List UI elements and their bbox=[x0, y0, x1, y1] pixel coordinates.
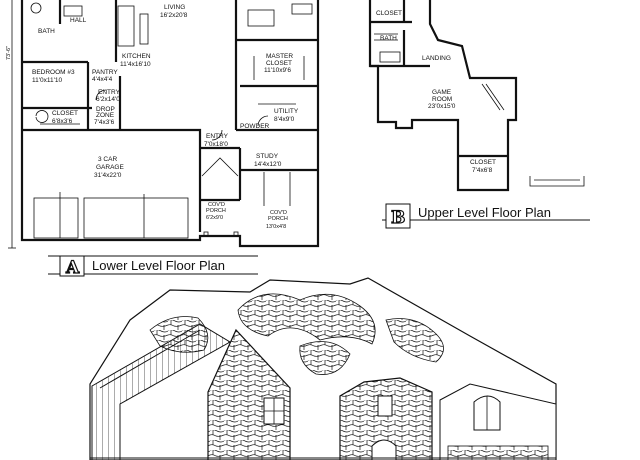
room-porch-1-label-2: PORCH bbox=[206, 208, 226, 214]
room-closet-size: 6'8x3'6 bbox=[52, 118, 73, 125]
room-utility-size: 8'4x9'0 bbox=[274, 116, 295, 123]
room-master-closet-label: MASTER bbox=[266, 53, 293, 60]
front-elevation bbox=[89, 277, 557, 460]
room-entry-size: 6'2x14'0 bbox=[96, 96, 120, 103]
lower-plan-title: Lower Level Floor Plan bbox=[92, 258, 225, 273]
room-study-size: 14'4x12'0 bbox=[254, 161, 282, 168]
room-bath-label: BATH bbox=[38, 28, 55, 35]
room-porch-2-size: 13'0x4'8 bbox=[266, 224, 286, 230]
upper-plan-badge-box bbox=[385, 203, 411, 229]
upper-plan-badge: B bbox=[391, 208, 405, 228]
room-kitchen-size: 11'4x16'10 bbox=[120, 61, 151, 68]
elevation-window-tower bbox=[377, 395, 393, 417]
room-study-label: STUDY bbox=[256, 153, 279, 160]
room-pantry-label: PANTRY bbox=[92, 69, 118, 76]
room-porch-1-size: 6'2x9'0 bbox=[206, 215, 223, 221]
room-entry-2-size: 7'0x18'0 bbox=[204, 141, 228, 148]
room-utility-label: UTILITY bbox=[274, 108, 299, 115]
room-drop-zone-label-2: ZONE bbox=[96, 112, 115, 119]
room-garage-size: 31'4x22'0 bbox=[94, 172, 122, 179]
lower-plan-badge: A bbox=[65, 258, 80, 278]
room-master-closet-size: 11'10x9'6 bbox=[264, 67, 291, 74]
upper-room-closet-size: 7'4x6'8 bbox=[472, 167, 493, 174]
room-master-closet-label-2: CLOSET bbox=[266, 60, 292, 67]
upper-plan-title: Upper Level Floor Plan bbox=[418, 205, 551, 220]
room-drop-zone-label: DROP bbox=[96, 106, 115, 113]
room-living-label: LIVING bbox=[164, 4, 185, 11]
lower-level-plan: 73'-6" bbox=[6, 0, 320, 279]
upper-level-plan: CLOSET BATH LANDING GAME ROOM 23'0x15'0 … bbox=[368, 0, 590, 229]
room-porch-2-label-2: PORCH bbox=[268, 216, 288, 222]
lower-plan-dimension: 73'-6" bbox=[6, 46, 12, 60]
room-closet-label: CLOSET bbox=[52, 110, 78, 117]
room-entry-2-label: ENTRY bbox=[206, 133, 229, 140]
room-bedroom-size: 11'0x11'10 bbox=[32, 77, 62, 84]
upper-room-bath: BATH bbox=[380, 35, 397, 42]
room-powder-label: POWDER bbox=[240, 123, 270, 130]
room-hall-label: HALL bbox=[70, 17, 87, 24]
room-kitchen-label: KITCHEN bbox=[122, 53, 151, 60]
upper-room-closet-top: CLOSET bbox=[376, 10, 402, 17]
room-entry-label: ENTRY bbox=[98, 89, 121, 96]
upper-room-game-size: 23'0x15'0 bbox=[428, 103, 456, 110]
lower-plan-badge-box bbox=[59, 255, 85, 277]
room-drop-zone-size: 7'4x3'6 bbox=[94, 119, 115, 126]
upper-room-game-label-2: ROOM bbox=[432, 96, 452, 103]
upper-room-game-label: GAME bbox=[432, 89, 452, 96]
room-garage-label: 3 CAR bbox=[98, 156, 117, 163]
room-living-size: 16'2x20'8 bbox=[160, 12, 188, 19]
elevation-entry-arch bbox=[371, 439, 397, 460]
room-bedroom-label: BEDROOM #3 bbox=[32, 69, 75, 76]
room-porch-1-label: COV'D bbox=[208, 202, 225, 208]
upper-room-landing: LANDING bbox=[422, 55, 451, 62]
room-porch-2-label: COV'D bbox=[270, 210, 287, 216]
room-pantry-size: 4'4x4'4 bbox=[92, 76, 113, 83]
upper-room-closet-label: CLOSET bbox=[470, 159, 496, 166]
room-garage-label-2: GARAGE bbox=[96, 164, 124, 171]
